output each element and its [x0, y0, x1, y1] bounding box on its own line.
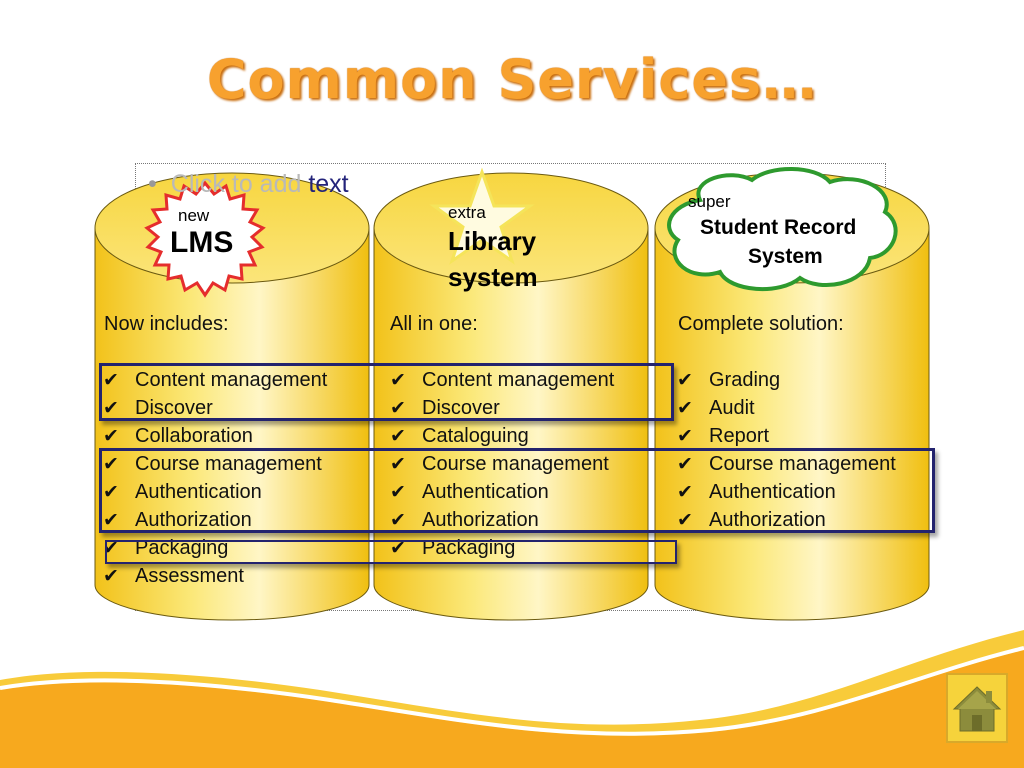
checkmark-icon: ✔	[390, 398, 406, 419]
list-item: ✔Collaboration	[103, 425, 253, 447]
checkmark-icon: ✔	[103, 426, 119, 447]
list-item: ✔Authorization	[677, 509, 826, 531]
lms-badge-small: new	[178, 206, 210, 225]
placeholder-prompt-faded: Click to add	[170, 170, 302, 198]
list-item: ✔Discover	[103, 397, 213, 419]
cylinder-library	[373, 172, 649, 621]
checkmark-icon: ✔	[390, 426, 406, 447]
checkmark-icon: ✔	[390, 454, 406, 475]
checkmark-icon: ✔	[390, 482, 406, 503]
checkmark-icon: ✔	[103, 398, 119, 419]
checkmark-icon: ✔	[103, 482, 119, 503]
student-badge-line1: Student Record	[700, 216, 857, 239]
list-item: ✔Content management	[390, 369, 615, 391]
checkmark-icon: ✔	[103, 510, 119, 531]
list-item: ✔Course management	[677, 453, 896, 475]
list-item: ✔Authorization	[103, 509, 252, 531]
checkmark-icon: ✔	[103, 566, 119, 587]
list-item: ✔Course management	[103, 453, 322, 475]
checkmark-icon: ✔	[677, 370, 693, 391]
placeholder-prompt-visible: text	[301, 170, 349, 198]
list-item: ✔Authentication	[677, 481, 836, 503]
checkmark-icon: ✔	[677, 454, 693, 475]
checkmark-icon: ✔	[677, 398, 693, 419]
checkmark-icon: ✔	[677, 510, 693, 531]
list-item: ✔Cataloguing	[390, 425, 529, 447]
slide-title: Common Services…	[206, 48, 818, 111]
checkmark-icon: ✔	[677, 426, 693, 447]
student-intro: Complete solution:	[678, 313, 844, 335]
checkmark-icon: ✔	[390, 370, 406, 391]
list-item: ✔Authorization	[390, 509, 539, 531]
group-box-content-discover	[99, 363, 674, 421]
group-box-course-auth	[99, 448, 935, 533]
group-box-packaging	[105, 540, 677, 564]
lms-intro: Now includes:	[104, 313, 229, 335]
lms-badge-title: LMS	[170, 226, 234, 259]
home-button[interactable]	[946, 673, 1008, 743]
list-item: ✔Content management	[103, 369, 328, 391]
checkmark-icon: ✔	[390, 538, 406, 559]
checkmark-icon: ✔	[390, 510, 406, 531]
star-badge	[429, 167, 535, 265]
cloud-badge	[667, 167, 898, 291]
placeholder-prompt[interactable]: • Click to add text	[148, 170, 349, 199]
student-badge-line2: System	[748, 245, 823, 268]
list-item: ✔Discover	[390, 397, 500, 419]
bottom-wave-decoration	[0, 630, 1024, 768]
list-item: ✔Course management	[390, 453, 609, 475]
library-badge-line1: Library	[448, 226, 537, 256]
list-item: ✔Grading	[677, 369, 781, 391]
list-item: ✔Authentication	[390, 481, 549, 503]
list-item: ✔Audit	[677, 397, 755, 419]
bullet-glyph: •	[148, 170, 157, 198]
starburst-badge	[144, 180, 266, 298]
checkmark-icon: ✔	[103, 370, 119, 391]
list-item: ✔Packaging	[390, 537, 516, 559]
home-icon	[952, 686, 1002, 732]
checkmark-icon: ✔	[103, 454, 119, 475]
checkmark-icon: ✔	[677, 482, 693, 503]
library-badge-small: extra	[448, 203, 486, 222]
list-item: ✔Report	[677, 425, 770, 447]
student-badge-small: super	[688, 192, 731, 211]
list-item: ✔Assessment	[103, 565, 244, 587]
library-badge-line2: system	[448, 262, 538, 292]
library-intro: All in one:	[390, 313, 478, 335]
list-item: ✔Authentication	[103, 481, 262, 503]
